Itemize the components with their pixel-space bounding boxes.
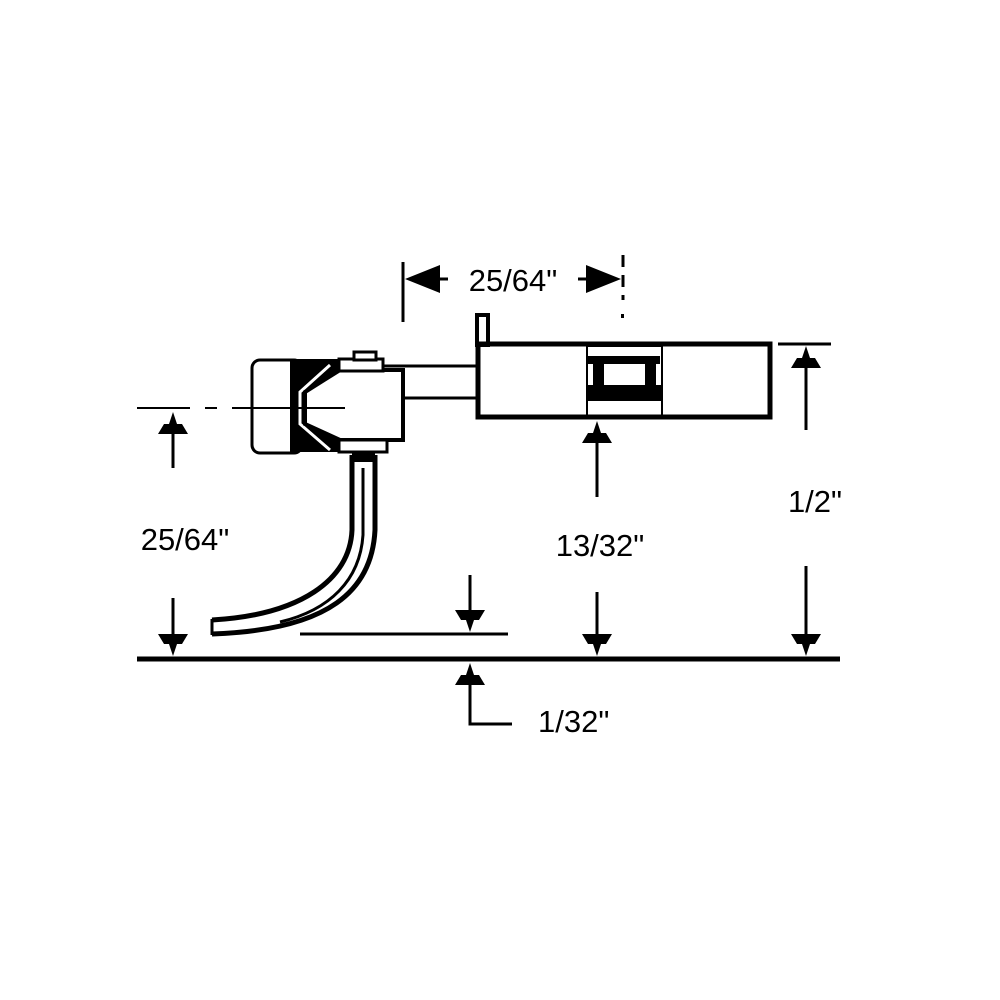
arrow-down-icon <box>582 634 612 656</box>
box-top-label: 1/2" <box>788 484 842 519</box>
trip-pin <box>210 452 378 637</box>
clearance-label: 1/32" <box>538 704 609 739</box>
box-top-dimension: 1/2" <box>778 342 842 656</box>
coupler-box <box>475 313 773 420</box>
arrow-up-icon <box>582 421 612 443</box>
top-width-dimension: 25/64" <box>401 255 625 322</box>
arrow-left-icon <box>405 265 440 293</box>
top-width-label: 25/64" <box>469 263 558 298</box>
arrow-right-icon <box>586 265 621 293</box>
coupler-head <box>250 350 405 455</box>
arrow-down-icon <box>158 634 188 656</box>
arrow-down-icon <box>455 610 485 632</box>
left-height-dimension: 25/64" <box>141 412 230 656</box>
coupler-shank <box>383 364 478 400</box>
trip-pin-clearance-dimension: 1/32" <box>300 575 609 739</box>
arrow-up-icon <box>791 346 821 368</box>
left-height-label: 25/64" <box>141 522 230 557</box>
arrow-down-icon <box>791 634 821 656</box>
box-bottom-dimension: 13/32" <box>556 421 645 656</box>
box-bottom-label: 13/32" <box>556 528 645 563</box>
